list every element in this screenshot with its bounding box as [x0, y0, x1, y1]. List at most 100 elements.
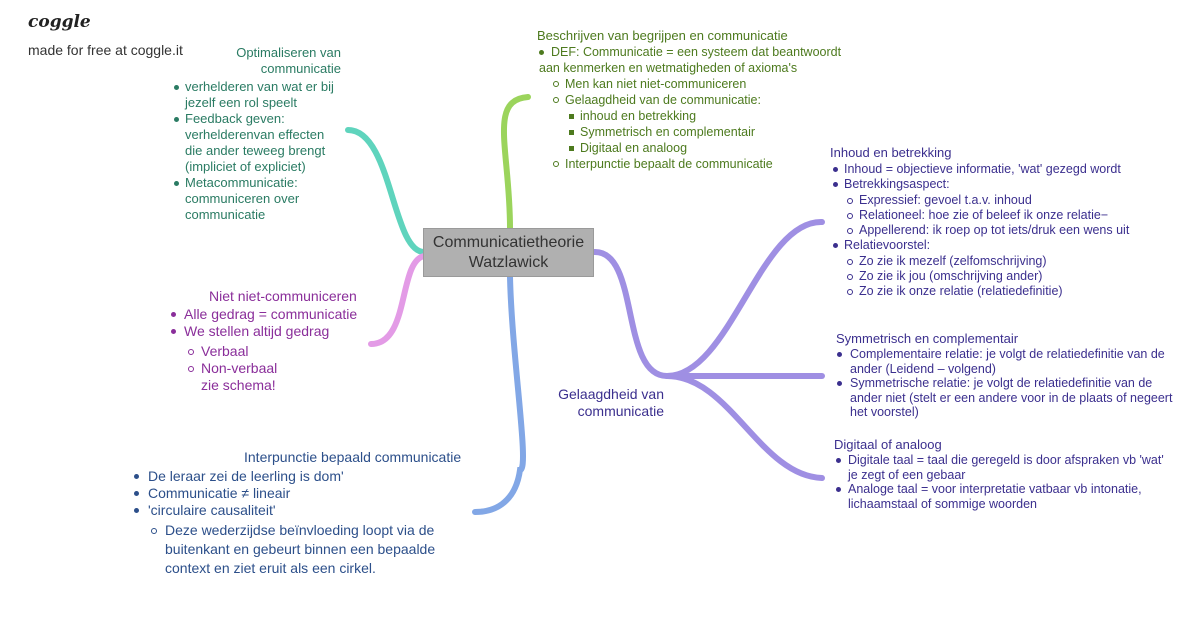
bullet-icon: [171, 312, 176, 317]
list-item: Zo zie ik jou (omschrijving ander): [833, 269, 1129, 284]
central-node[interactable]: Communicatietheorie Watzlawick: [423, 228, 594, 277]
item-text: Digitaal en analoog: [580, 141, 688, 155]
list-item: Zo zie ik mezelf (zelfomschrijving): [833, 254, 1129, 269]
item-line: communicatie: [185, 207, 266, 222]
item-line: die ander teweeg brengt: [185, 143, 326, 158]
bullet-icon: [174, 181, 179, 186]
item-line: jezelf een rol speelt: [185, 95, 298, 110]
bullet-icon: [553, 81, 559, 87]
bullet-icon: [836, 487, 841, 492]
item-text: Relationeel: hoe zie of beleef ik onze r…: [859, 207, 1109, 222]
node-digitaal-title[interactable]: Digitaal of analoog: [834, 437, 942, 452]
branch-gelaagdheid: [591, 248, 670, 379]
title-line: communicatie: [260, 61, 341, 76]
list-item: 'circulaire causaliteit': [134, 502, 435, 519]
list-item: Expressief: gevoel t.a.v. inhoud: [833, 193, 1129, 208]
item-text: Zo zie ik jou (omschrijving ander): [859, 269, 1043, 284]
list-item: Interpunctie bepaalt de communicatie: [539, 156, 841, 172]
list-item: DEF: Communicatie = een systeem dat bean…: [539, 44, 841, 76]
bullet-icon: [833, 182, 838, 188]
bullet-icon: [171, 329, 176, 334]
item-line: communiceren over: [185, 191, 300, 206]
list-item: Betrekkingsaspect:: [833, 177, 1129, 192]
item-text: Symmetrisch en complementair: [580, 125, 756, 139]
item-line: DEF: Communicatie = een systeem dat bean…: [551, 45, 842, 59]
list-item: Verbaal: [171, 343, 357, 360]
node-symmetrisch-list: Complementaire relatie: je volgt de rela…: [837, 347, 1172, 420]
list-item: We stellen altijd gedrag: [171, 323, 357, 340]
item-line: Metacommunicatie:: [185, 175, 298, 190]
item-line: verhelderen van wat er bij: [185, 79, 334, 94]
branch-inhoud: [664, 218, 825, 379]
bullet-icon: [151, 528, 157, 534]
bullet-icon: [134, 474, 139, 479]
list-item: verhelderen van wat er bij jezelf een ro…: [174, 79, 334, 111]
list-item: Communicatie ≠ lineair: [134, 485, 435, 502]
central-title-line1: Communicatietheorie: [432, 234, 585, 251]
list-item: Relationeel: hoe zie of beleef ik onze r…: [833, 208, 1129, 223]
item-line: aan kenmerken en wetmatigheden of axioma…: [539, 61, 798, 75]
bullet-icon: [847, 228, 853, 235]
list-item: Gelaagdheid van de communicatie:: [539, 92, 841, 108]
list-item: Digitaal en analoog: [539, 140, 841, 156]
bullet-icon: [174, 117, 179, 122]
item-text: Interpunctie bepaalt de communicatie: [565, 157, 773, 171]
list-item: Alle gedrag = communicatie: [171, 306, 357, 323]
item-text: Zo zie ik onze relatie (relatiedefinitie…: [859, 284, 1063, 299]
item-line: Analoge taal = voor interpretatie vatbaa…: [848, 482, 1142, 496]
bullet-icon: [188, 349, 194, 355]
node-beschrijven-title[interactable]: Beschrijven van begrijpen en communicati…: [537, 28, 788, 43]
node-interpunctie-title[interactable]: Interpunctie bepaald communicatie: [244, 449, 462, 465]
node-optimaliseren-title[interactable]: Optimaliseren van communicatie: [200, 45, 341, 77]
item-text: Relatievoorstel:: [844, 238, 931, 253]
bullet-icon: [833, 167, 838, 172]
item-text: De leraar zei de leerling is dom': [148, 468, 344, 484]
bullet-icon: [836, 458, 841, 463]
list-item: Digitale taal = taal die geregeld is doo…: [836, 453, 1164, 482]
item-text: Verbaal: [201, 343, 249, 359]
list-item: Men kan niet niet-communiceren: [539, 76, 841, 92]
bullet-icon: [569, 146, 574, 151]
list-item: Inhoud = objectieve informatie, 'wat' ge…: [833, 162, 1129, 177]
item-text: Gelaagdheid van de communicatie:: [565, 93, 761, 107]
list-item: Feedback geven: verhelderenvan effecten …: [174, 111, 334, 175]
list-item: Complementaire relatie: je volgt de rela…: [837, 347, 1172, 376]
node-line: Gelaagdheid van: [558, 386, 664, 402]
node-niet-title[interactable]: Niet niet-communiceren: [209, 288, 357, 304]
item-line: het voorstel): [850, 405, 919, 419]
bullet-icon: [174, 85, 179, 90]
item-line: ander niet (stelt er een andere voor in …: [850, 390, 1173, 405]
list-item: Relatievoorstel:: [833, 238, 1129, 253]
item-line: verhelderenvan effecten: [185, 127, 325, 142]
list-item: Metacommunicatie: communiceren over comm…: [174, 175, 334, 223]
item-text: 'circulaire causaliteit': [148, 502, 276, 518]
bullet-icon: [833, 243, 838, 249]
bullet-icon: [847, 289, 853, 296]
branch-optimaliseren: [345, 127, 427, 255]
bullet-icon: [837, 381, 842, 386]
item-text: We stellen altijd gedrag: [184, 323, 330, 339]
item-text: Zo zie ik mezelf (zelfomschrijving): [859, 253, 1047, 268]
item-line: lichaamstaal of sommige woorden: [848, 496, 1037, 511]
item-text: Communicatie ≠ lineair: [148, 485, 291, 501]
item-line: Deze wederzijdse beïnvloeding loopt via …: [165, 522, 435, 538]
node-gelaagdheid[interactable]: Gelaagdheid van communicatie: [552, 386, 664, 420]
item-line: context en ziet eruit als een cirkel.: [165, 560, 376, 576]
list-item: Appellerend: ik roep op tot iets/druk ee…: [833, 223, 1129, 238]
central-title-line2: Watzlawick: [468, 254, 549, 271]
coggle-logo[interactable]: coggle: [28, 12, 91, 32]
bullet-icon: [134, 508, 139, 513]
item-line: ander (Leidend – volgend): [850, 361, 996, 376]
node-niet-list: Alle gedrag = communicatie We stellen al…: [171, 306, 357, 394]
list-item: Non-verbaal zie schema!: [171, 360, 357, 394]
bullet-icon: [847, 197, 853, 204]
branch-niet-communiceren: [368, 253, 427, 347]
bullet-icon: [134, 491, 139, 496]
item-text: Men kan niet niet-communiceren: [565, 77, 747, 91]
list-item: Symmetrisch en complementair: [539, 124, 841, 140]
node-symmetrisch-title[interactable]: Symmetrisch en complementair: [836, 331, 1019, 346]
item-text: Appellerend: ik roep op tot iets/druk ee…: [859, 223, 1130, 238]
list-item: De leraar zei de leerling is dom': [134, 468, 435, 485]
node-inhoud-title[interactable]: Inhoud en betrekking: [830, 145, 952, 160]
